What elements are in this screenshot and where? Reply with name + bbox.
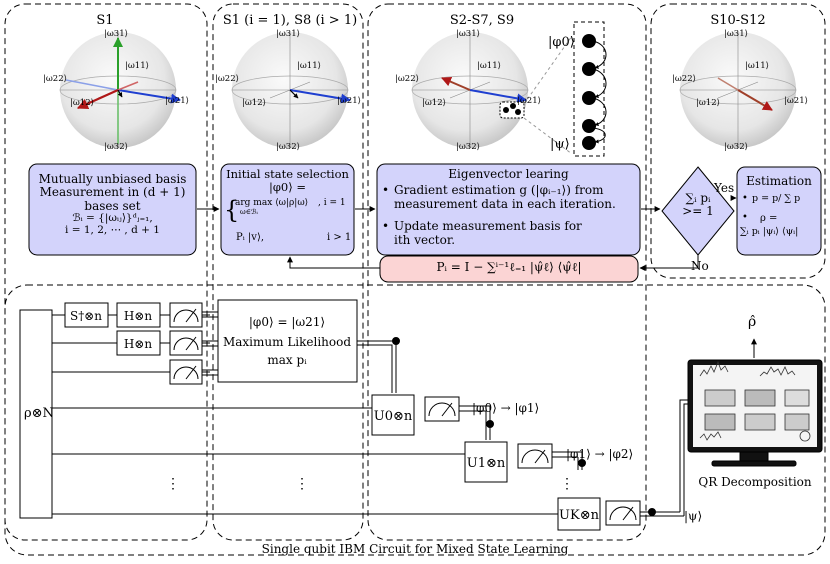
est-title: Estimation [746, 174, 812, 188]
sphere2-left-label: |ω22⟩ [215, 74, 239, 84]
qr-decomposition-label: QR Decomposition [698, 475, 812, 489]
sphere2-right-label: |ω21⟩ [337, 96, 361, 106]
mub-box [28, 163, 197, 256]
vertical-dots-2: ⋮ [295, 476, 309, 492]
rho-input-label: ρ⊗N [24, 406, 54, 421]
sphere2-inner-right-label: |ω11⟩ [297, 61, 321, 71]
est-bullet-1: p = p/ ∑ p [752, 193, 801, 204]
sphere3-inner-right-label: |ω11⟩ [477, 61, 501, 71]
decision-no-label: No [691, 259, 709, 273]
sphere1-top-label: |ω31⟩ [104, 29, 128, 39]
footer-title: Single qubit IBM Circuit for Mixed State… [262, 542, 569, 556]
h-gate-label-2: H⊗n [124, 337, 153, 351]
sphere3-top-label: |ω31⟩ [456, 29, 480, 39]
est-bullet-2b: ∑ᵢ pᵢ |ψᵢ⟩ ⟨ψᵢ| [740, 226, 799, 237]
decision-yes-label: Yes [713, 181, 734, 195]
eig-box [376, 163, 641, 256]
est-bullet-dot-1: • [742, 193, 748, 204]
bloch-sphere-3 [411, 32, 573, 155]
est-bullet-dot-2: • [742, 212, 748, 223]
sphere1-right-label: |ω21⟩ [165, 96, 189, 106]
transition-12-label: |φ1⟩ → |φ2⟩ [566, 447, 633, 461]
section-title-s1: S1 [96, 13, 113, 28]
rho-hat-label: ρ̂ [748, 314, 756, 330]
ml-line-3: max pᵢ [267, 353, 307, 367]
chain-bottom-label: |ψ⟩ [550, 137, 570, 152]
sphere3-right-label: |ω21⟩ [517, 96, 541, 106]
mub-line-2: Measurement in (d + 1) [39, 185, 186, 200]
mub-line-5: i = 1, 2, ⋯ , d + 1 [65, 224, 160, 237]
init-case1-expr: arg max ⟨ω|ρ|ω⟩ [235, 198, 309, 208]
init-case1-cond: , i = 1 [318, 198, 346, 208]
decision-line-2: >= 1 [682, 204, 714, 219]
sphere2-inner-left-label: |ω12⟩ [242, 98, 266, 108]
init-case2-cond: i > 1 [327, 232, 352, 243]
bloch-sphere-1 [59, 32, 181, 148]
circuit [19, 299, 823, 531]
sphere3-inner-left-label: |ω12⟩ [422, 98, 446, 108]
eig-bullet-1: Gradient estimation g (|φᵢ₋₁⟩) from meas… [394, 183, 616, 211]
init-brace: { [224, 196, 240, 224]
bloch-sphere-2 [231, 32, 351, 148]
section-frames [4, 3, 826, 556]
eig-bullet-dot-2: • [382, 219, 390, 233]
init-case1-sub: ω∈ℬᵢ [240, 208, 258, 216]
sphere1-left-label: |ω22⟩ [43, 74, 67, 84]
sphere1-bottom-label: |ω32⟩ [104, 142, 128, 152]
transition-01-label: |φ0⟩ → |φ1⟩ [472, 401, 539, 415]
ml-line-2: Maximum Likelihood [223, 335, 351, 349]
s-gate-label: S†⊗n [70, 309, 102, 323]
mub-line-3: bases set [84, 198, 141, 213]
init-title: Initial state selection [226, 167, 349, 181]
node-chain [573, 21, 607, 157]
projector-formula: Pᵢ = I − ∑ⁱ⁻¹ℓ₌₁ |ψ̂ℓ⟩ ⟨ψ̂ℓ| [436, 260, 582, 274]
decision-text: ∑ᵢ pᵢ >= 1 [664, 191, 732, 219]
section-title-s1-s8: S1 (i = 1), S8 (i > 1) [223, 13, 357, 28]
section-title-s2-s9: S2-S7, S9 [450, 13, 514, 28]
sphere4-right-label: |ω21⟩ [784, 96, 808, 106]
psi-output-label: |ψ⟩ [684, 509, 702, 523]
eig-bullet-2: Update measurement basis for ith vector. [394, 219, 582, 247]
init-box-text: Initial state selection |φ0⟩ = [223, 168, 352, 194]
sphere4-inner-left-label: |ω12⟩ [696, 98, 720, 108]
vertical-dots-1: ⋮ [166, 476, 180, 492]
u1-gate-label: U1⊗n [467, 456, 506, 471]
decision-line-1: ∑ᵢ pᵢ [685, 191, 711, 205]
flow-arrows [197, 195, 737, 271]
mub-line-1: Mutually unbiased basis [38, 172, 187, 186]
eig-title: Eigenvector learing [448, 167, 569, 181]
init-phi0: |φ0⟩ = [268, 179, 307, 194]
mub-line-4: ℬᵢ = {|ωᵢⱼ⟩}ᵈⱼ₌₁, [72, 212, 153, 225]
vertical-dots-3: ⋮ [560, 476, 574, 492]
sphere3-bottom-label: |ω32⟩ [456, 142, 480, 152]
uk-gate-label: UK⊗n [559, 508, 600, 523]
init-box [220, 163, 355, 256]
bloch-sphere-4 [679, 32, 797, 148]
section-title-s10-s12: S10-S12 [710, 13, 765, 28]
h-gate-label-1: H⊗n [124, 309, 153, 323]
sphere1-inner-right-label: |ω11⟩ [125, 61, 149, 71]
sphere4-top-label: |ω31⟩ [724, 29, 748, 39]
est-box [736, 166, 822, 256]
sphere4-inner-right-label: |ω11⟩ [745, 61, 769, 71]
chain-top-label: |φ0⟩ [548, 35, 575, 50]
eig-bullet-dot-1: • [382, 183, 390, 197]
u0-gate-label: U0⊗n [374, 409, 413, 424]
est-bullet-2a: ρ = [760, 213, 778, 224]
sphere2-top-label: |ω31⟩ [276, 29, 300, 39]
sphere3-left-label: |ω22⟩ [395, 74, 419, 84]
sphere1-inner-left-label: |ω12⟩ [70, 98, 94, 108]
qr-plots-icon [699, 360, 811, 442]
sphere4-left-label: |ω22⟩ [672, 74, 696, 84]
projector-box [379, 255, 639, 283]
init-case2-expr: Pᵢ |v⟩, [236, 232, 265, 243]
sphere2-bottom-label: |ω32⟩ [276, 142, 300, 152]
sphere4-bottom-label: |ω32⟩ [724, 142, 748, 152]
mub-box-text: Mutually unbiased basis Measurement in (… [31, 172, 194, 237]
ml-line-1: |φ0⟩ = |ω21⟩ [249, 315, 325, 329]
